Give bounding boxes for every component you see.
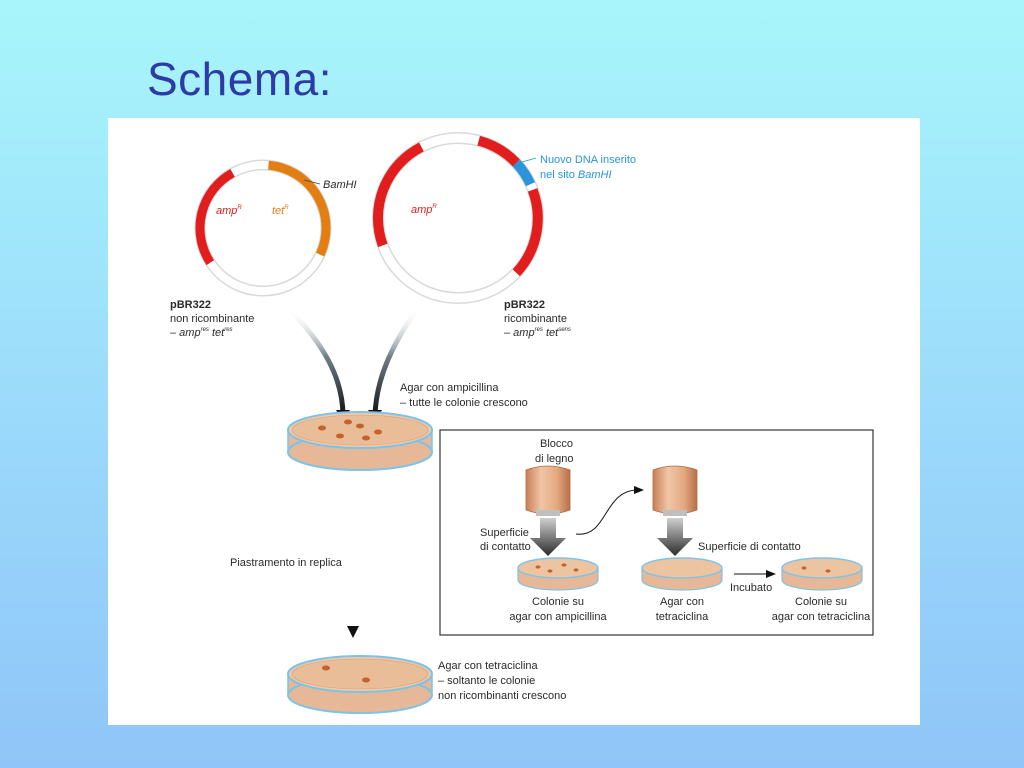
genotype-right-tet-sup: sens: [558, 327, 571, 333]
colony: [356, 423, 364, 429]
wooden-block-1: [525, 465, 571, 516]
tet-gene-segment: [267, 160, 331, 257]
tetracycline-plate: [287, 655, 433, 714]
replica-plating-inset: Blocco di legno Superficie di contatto S…: [439, 429, 874, 636]
transfer-arrow: [575, 489, 639, 535]
amp-gene-segment: [195, 168, 235, 266]
insert-label-line2: nel sito: [540, 169, 578, 181]
contact-label-1: Superficie: [480, 527, 529, 539]
genotype-left-tet: tet: [212, 327, 225, 339]
wooden-block-2: [652, 465, 698, 516]
figure-canvas: BamHI ampR tetR pBR322 non ricombinante …: [169, 132, 874, 714]
slide-title: Schema:: [147, 53, 333, 105]
ampicillin-plate-label: Agar con ampicillina: [400, 382, 499, 394]
tet-sup-left: R: [284, 205, 289, 211]
svg-text:ampR: ampR: [216, 205, 242, 217]
amp-label-right: amp: [411, 204, 432, 216]
inset-frame: [439, 429, 874, 636]
amp-sup-right: R: [432, 204, 437, 210]
bamhi-site-label: BamHI: [323, 179, 357, 191]
tetracycline-plate-note1: – soltanto le colonie: [438, 675, 535, 687]
dish-tetracycline-small: [641, 557, 723, 591]
dish2-label-1: Agar con: [660, 596, 704, 608]
transformation-arrows: [285, 305, 421, 422]
genotype-right-amp-sup: res: [535, 327, 543, 333]
genotype-left-tet-sup: res: [224, 327, 232, 333]
replica-plating-arrow: [347, 490, 359, 638]
dish3-label-2: agar con tetraciclina: [772, 611, 871, 623]
colony: [374, 429, 382, 435]
colony: [573, 568, 579, 572]
ampicillin-plate-note: – tutte le colonie crescono: [400, 397, 528, 409]
plasmid-nonrecombinant: BamHI ampR tetR pBR322 non ricombinante …: [169, 159, 357, 339]
amp-sup-left: R: [237, 205, 242, 211]
colony: [825, 569, 831, 573]
plasmid-right-name: pBR322: [504, 299, 545, 311]
genotype-left-amp-sup: res: [201, 327, 209, 333]
svg-text:tetR: tetR: [272, 205, 289, 217]
insert-pointer: [521, 157, 537, 163]
block-label-2: di legno: [535, 453, 574, 465]
press-arrow-2: [657, 518, 693, 556]
plasmid-left-name: pBR322: [170, 299, 211, 311]
genotype-right-tet: tet: [546, 327, 559, 339]
press-arrow-1: [530, 518, 566, 556]
colony: [561, 563, 567, 567]
tetracycline-plate-label: Agar con tetraciclina: [438, 660, 539, 672]
dish1-label-1: Colonie su: [532, 596, 584, 608]
contact-label-3: Superficie di contatto: [698, 541, 801, 553]
genotype-left-amp: – amp: [169, 327, 201, 339]
insert-label-site: BamHI: [578, 169, 612, 181]
colony: [547, 569, 553, 573]
replica-plating-label: Piastramento in replica: [230, 557, 343, 569]
ampicillin-plate: [287, 411, 433, 471]
plasmid-right-type: ricombinante: [504, 313, 567, 325]
dish-ampicillin-small: [517, 557, 599, 591]
svg-text:nel sito BamHI: nel sito BamHI: [540, 169, 612, 181]
inserted-dna-segment: [512, 159, 536, 187]
amp-gene-segment-recombinant: [372, 142, 424, 248]
dish1-label-2: agar con ampicillina: [509, 611, 607, 623]
colony: [344, 419, 352, 425]
colony: [336, 433, 344, 439]
svg-text:– ampres tetres: – ampres tetres: [169, 327, 233, 339]
svg-text:ampR: ampR: [411, 204, 437, 216]
colony: [318, 425, 326, 431]
svg-text:– ampres tetsens: – ampres tetsens: [503, 327, 571, 339]
amp-label-left: amp: [216, 205, 237, 217]
bamhi-pointer: [303, 179, 321, 185]
colony: [801, 566, 807, 570]
tetracycline-plate-note2: non ricombinanti crescono: [438, 690, 566, 702]
colony: [535, 565, 541, 569]
colony: [362, 435, 370, 441]
block-label-1: Blocco: [540, 438, 573, 450]
contact-label-2: di contatto: [480, 541, 531, 553]
dish2-label-2: tetraciclina: [656, 611, 709, 623]
plasmid-left-type: non ricombinante: [170, 313, 254, 325]
replica-plating-figure: BamHI ampR tetR pBR322 non ricombinante …: [108, 118, 920, 725]
colony: [322, 665, 330, 671]
plasmid-recombinant: Nuovo DNA inserito nel sito BamHI ampR p…: [372, 132, 636, 339]
genotype-right-amp: – amp: [503, 327, 535, 339]
incubated-label: Incubato: [730, 582, 772, 594]
dish-tetracycline-colonies: [781, 557, 863, 591]
dish3-label-1: Colonie su: [795, 596, 847, 608]
colony: [362, 677, 370, 683]
insert-label-line1: Nuovo DNA inserito: [540, 154, 636, 166]
tet-label-left: tet: [272, 205, 285, 217]
